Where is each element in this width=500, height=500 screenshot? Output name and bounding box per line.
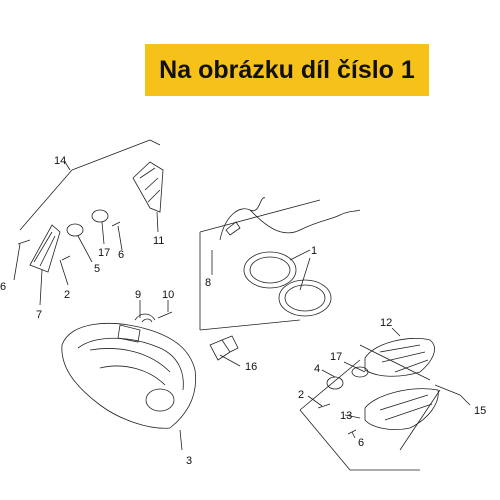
bulb-16 <box>209 335 239 361</box>
part-number-banner: Na obrázku díl číslo 1 <box>159 55 415 84</box>
callout-12: 12 <box>380 317 392 329</box>
callout-2-rear: 2 <box>298 389 304 401</box>
callout-6-left: 6 <box>0 281 6 293</box>
ring-1b <box>278 279 332 317</box>
callout-10: 10 <box>162 289 174 301</box>
lamp-12-hatch <box>379 344 429 373</box>
drawing-lines <box>13 139 471 471</box>
headlight-mount <box>117 324 141 343</box>
screws-front <box>17 221 121 261</box>
headlight-reflector <box>89 348 171 386</box>
bracket-rear <box>299 359 420 471</box>
callout-5: 5 <box>94 263 100 275</box>
headlight-rim <box>77 337 184 391</box>
callout-15: 15 <box>474 405 486 417</box>
clamp-9 <box>134 313 156 323</box>
lens-13-hatch <box>379 394 433 421</box>
reflector-left <box>29 224 61 273</box>
callout-14: 14 <box>54 155 66 167</box>
callout-1: 1 <box>311 245 317 257</box>
headlight-housing <box>61 323 196 429</box>
bracket-14 <box>19 139 161 231</box>
callout-6-rear: 6 <box>358 437 364 449</box>
callout-13: 13 <box>340 410 352 422</box>
callout-4: 4 <box>314 363 320 375</box>
lens-13 <box>364 388 439 430</box>
callout-labels: 14 6 2 7 5 17 6 11 8 1 9 10 3 16 12 17 4… <box>0 155 486 467</box>
bulb-17-rear <box>351 366 369 378</box>
callout-17-front: 17 <box>98 247 110 259</box>
reflector-right-hatch <box>139 167 161 203</box>
callout-3: 3 <box>186 455 192 467</box>
bulb-4 <box>326 376 344 390</box>
bulb-17 <box>91 209 109 223</box>
reflector-left-hatch <box>33 231 56 267</box>
screw-10 <box>157 311 173 319</box>
callout-7: 7 <box>36 309 42 321</box>
reflector-right <box>132 161 164 213</box>
ring-1a <box>243 251 297 289</box>
lamp-12 <box>364 338 435 377</box>
callout-17-rear: 17 <box>330 351 342 363</box>
callout-11: 11 <box>153 235 164 247</box>
bulb-5 <box>66 223 84 237</box>
leader-lines <box>13 161 471 451</box>
bracket-15 <box>359 344 461 451</box>
bracket-8 <box>199 199 321 331</box>
callout-6-front: 6 <box>118 249 124 261</box>
callout-16: 16 <box>245 361 257 373</box>
headlight-lens <box>145 388 175 412</box>
callout-8: 8 <box>205 277 211 289</box>
callout-2-front: 2 <box>64 289 70 301</box>
ring-1b-inner <box>284 284 326 312</box>
ring-1a-inner <box>249 256 291 284</box>
callout-9: 9 <box>135 289 141 301</box>
wiring-harness <box>219 197 361 241</box>
banner-background <box>145 44 429 96</box>
